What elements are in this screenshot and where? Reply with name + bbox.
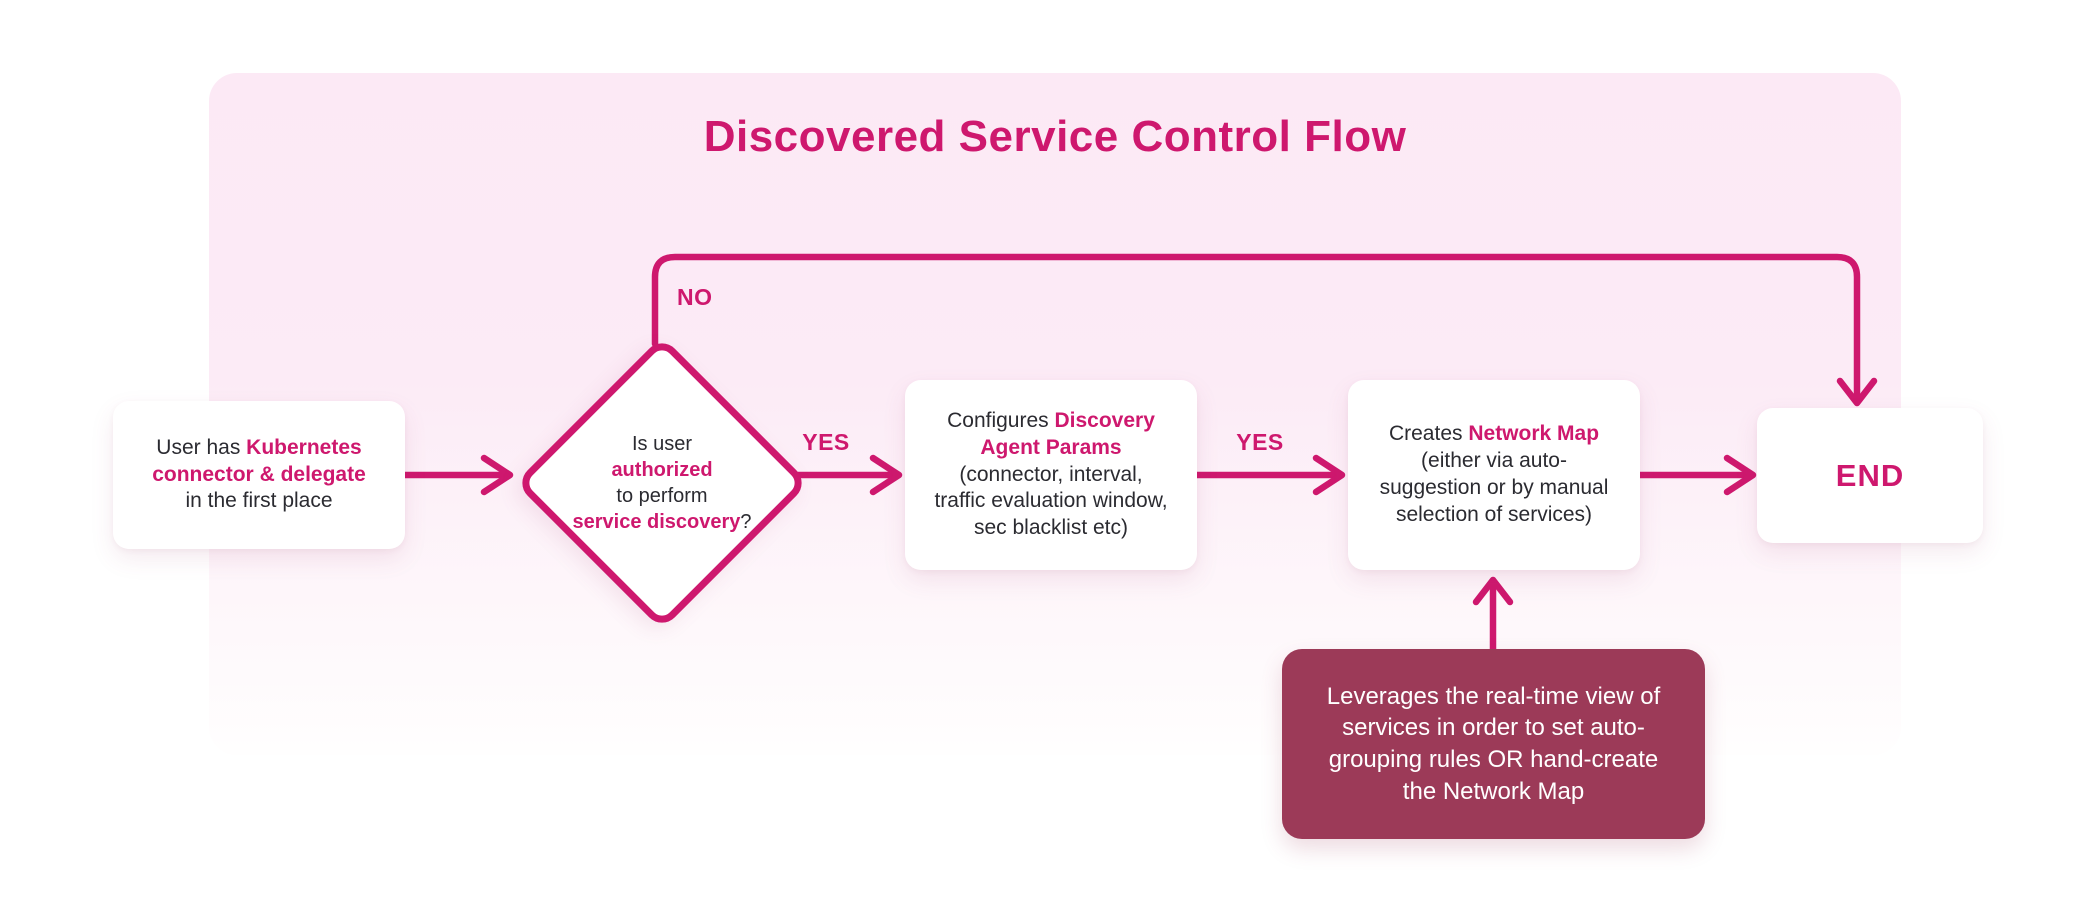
node-end: END <box>1757 408 1983 543</box>
node-create-text-post: (either via auto- suggestion or by manua… <box>1379 449 1609 526</box>
node-annotation-text: Leverages the real-time view of services… <box>1326 682 1661 805</box>
node-create-text-pre: Creates <box>1388 422 1469 446</box>
node-decision-text-accent1: authorized <box>611 459 713 481</box>
node-create-text-accent: Network Map <box>1468 422 1600 446</box>
node-start-text-pre: User has <box>156 435 247 459</box>
edge-label-yes-2: YES <box>1236 429 1284 455</box>
node-decision-text-pre: Is user <box>631 433 693 455</box>
node-annotation-note: Leverages the real-time view of services… <box>1282 649 1705 839</box>
node-decision-text-post: ? <box>740 511 752 533</box>
node-end-label: END <box>1835 457 1905 493</box>
node-start: User has Kubernetes connector & delegate… <box>113 401 405 549</box>
node-configure-text: Configures Discovery Agent Params (conne… <box>920 400 1181 550</box>
node-start-text-accent: Kubernetes connector & delegate <box>152 435 366 486</box>
node-start-text: User has Kubernetes connector & delegate… <box>138 427 380 524</box>
node-create-network-map: Creates Network Map (either via auto- su… <box>1348 380 1640 570</box>
node-start-text-post: in the first place <box>185 489 333 513</box>
node-configure-text-accent: Discovery Agent Params <box>980 408 1155 459</box>
page-title: Discovered Service Control Flow <box>703 112 1407 161</box>
node-create-text: Creates Network Map (either via auto- su… <box>1366 413 1623 537</box>
edge-label-no: NO <box>677 284 713 310</box>
node-decision-text: Is user authorized to perform service di… <box>544 431 780 535</box>
node-configure: Configures Discovery Agent Params (conne… <box>905 380 1197 570</box>
node-decision-text-accent2: service discovery <box>572 511 741 533</box>
node-decision-text-mid: to perform <box>616 485 708 507</box>
node-configure-text-pre: Configures <box>947 408 1055 432</box>
edge-label-yes-1: YES <box>802 429 850 455</box>
node-configure-text-post: (connector, interval, traffic evaluation… <box>934 462 1168 540</box>
